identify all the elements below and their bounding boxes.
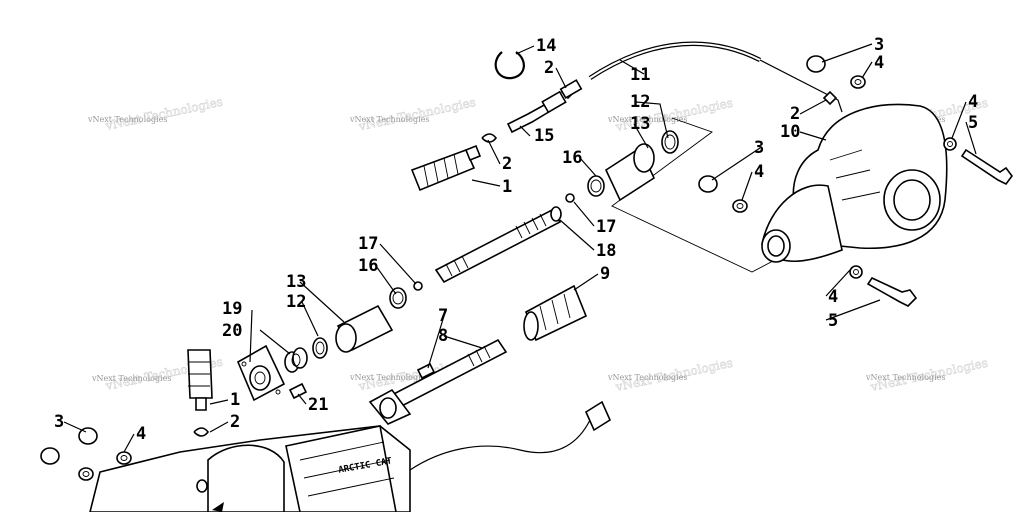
callout-14: 14 [536, 36, 556, 56]
callout-3: 3 [754, 138, 764, 158]
callout-18: 18 [596, 241, 616, 261]
seal-rings [284, 347, 308, 373]
watermark: vNext Technologies [865, 373, 945, 382]
clip [481, 133, 498, 143]
nut-lower-left [40, 427, 132, 481]
shift-boot-upper [410, 144, 482, 192]
nut-top [806, 55, 866, 89]
callout-4: 4 [754, 162, 764, 182]
callout-8: 8 [438, 326, 448, 346]
callout-11: 11 [630, 65, 650, 85]
callout-13: 13 [630, 114, 650, 134]
watermark-shadow: vNext Technologies [103, 94, 223, 133]
connector [584, 400, 612, 432]
bolt-top [943, 137, 1013, 186]
watermark: vNext Technologies [349, 373, 429, 382]
cable-end-rod [506, 79, 583, 134]
callout-13: 13 [286, 272, 306, 292]
callout-17: 17 [358, 234, 378, 254]
nut-mid [698, 175, 748, 213]
callout-19: 19 [222, 299, 242, 319]
watermark: vNext Technologies [607, 373, 687, 382]
callout-5: 5 [968, 113, 978, 133]
callout-4: 4 [828, 287, 838, 307]
rear-gear-case [761, 103, 948, 263]
bolt-small [288, 382, 308, 400]
transmission-housing: ARCTIC CAT [89, 425, 411, 512]
circlip [494, 51, 525, 80]
callout-16: 16 [358, 256, 378, 276]
callout-16: 16 [562, 148, 582, 168]
front-coupler [312, 287, 407, 359]
watermark: vNext Technologies [91, 374, 171, 383]
callout-2: 2 [502, 154, 512, 174]
shift-cable-end [759, 59, 843, 113]
callout-20: 20 [222, 321, 242, 341]
shift-boot-lower [187, 349, 213, 411]
watermark: vNext Technologies [87, 115, 167, 124]
watermark: vNext Technologies [607, 115, 687, 124]
clip [193, 427, 210, 437]
callout-9: 9 [600, 264, 610, 284]
callout-17: 17 [596, 217, 616, 237]
callout-2: 2 [230, 412, 240, 432]
callout-4: 4 [136, 424, 146, 444]
arrow-marker [212, 502, 224, 512]
callout-4: 4 [968, 92, 978, 112]
callout-1: 1 [502, 177, 512, 197]
callout-12: 12 [630, 92, 650, 112]
callout-1: 1 [230, 390, 240, 410]
callout-labels: 14 2 11 3 4 2 12 13 10 4 5 15 2 1 16 3 4… [54, 35, 978, 444]
callout-2: 2 [790, 104, 800, 124]
callout-5: 5 [828, 311, 838, 331]
wire-harness [409, 419, 591, 471]
bolt-bottom [849, 265, 918, 307]
drive-shaft [434, 206, 562, 284]
front-output-shaft [368, 338, 508, 425]
ball-upper [565, 193, 575, 203]
callout-10: 10 [780, 122, 800, 142]
callout-21: 21 [308, 395, 328, 415]
screw [416, 362, 436, 380]
callout-12: 12 [286, 292, 306, 312]
leader-lines [63, 43, 977, 453]
rear-coupler [587, 130, 679, 202]
callout-15: 15 [534, 126, 554, 146]
callout-2: 2 [544, 58, 554, 78]
callout-4: 4 [874, 53, 884, 73]
axle-boot [523, 284, 588, 342]
flange-plate [236, 344, 286, 402]
watermark: vNext Technologies [349, 115, 429, 124]
clip [822, 90, 838, 106]
shift-cable-core [589, 42, 761, 79]
callout-3: 3 [54, 412, 64, 432]
callout-7: 7 [438, 306, 448, 326]
callout-3: 3 [874, 35, 884, 55]
